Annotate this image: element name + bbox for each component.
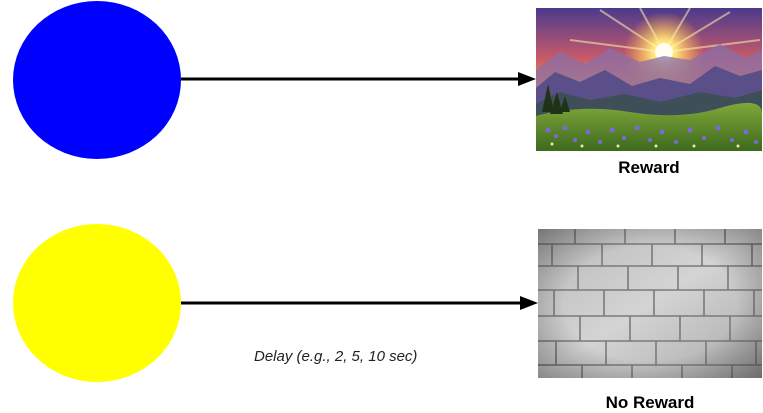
brick-wall-image (538, 229, 762, 378)
no-reward-label: No Reward (605, 393, 695, 412)
reward-arrow (181, 72, 536, 86)
yellow-stimulus-circle (13, 224, 181, 382)
reward-label: Reward (618, 158, 680, 177)
blue-stimulus-circle (13, 1, 181, 159)
no-reward-arrow (181, 296, 538, 310)
delay-label: Delay (e.g., 2, 5, 10 sec) (254, 348, 418, 365)
sunset-landscape-image (536, 8, 762, 151)
